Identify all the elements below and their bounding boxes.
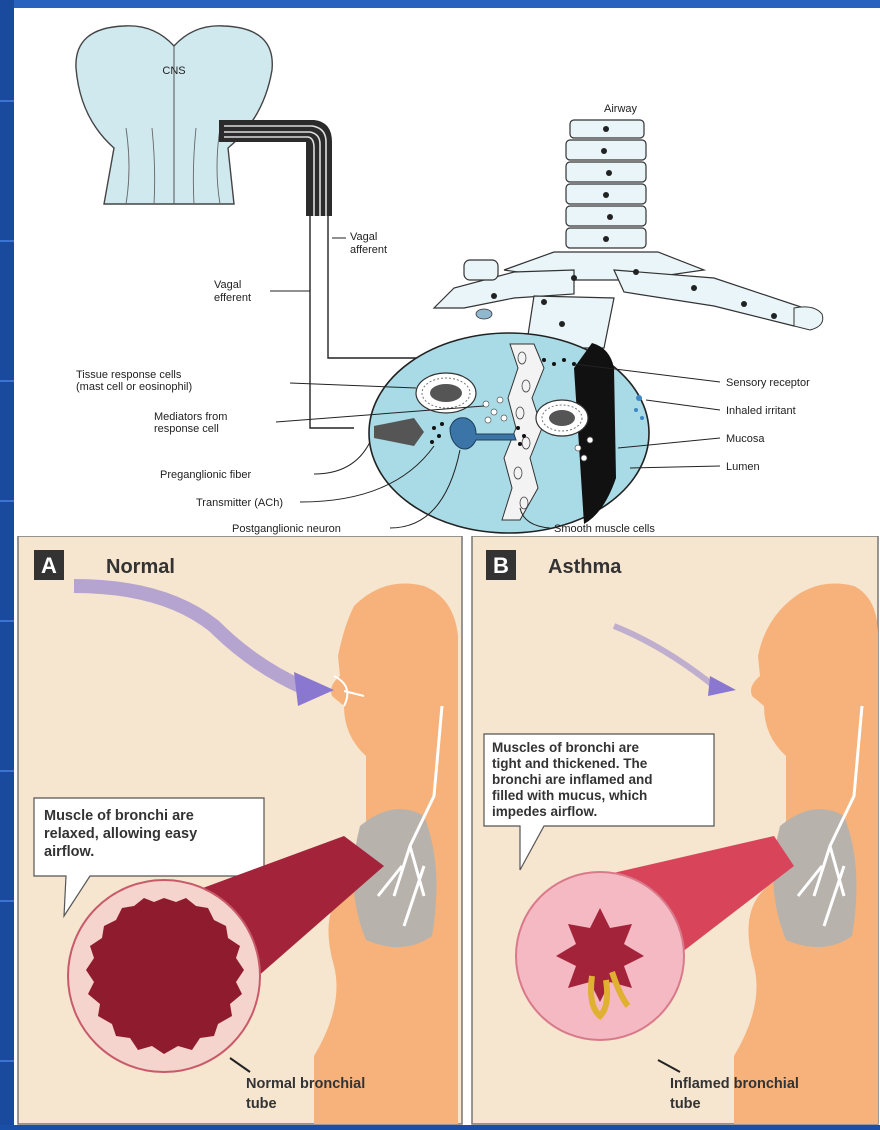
panel-normal: A Normal Muscle of bronchi are relaxed, … bbox=[18, 536, 462, 1124]
panel-b-tube-label-1: Inflamed bronchial bbox=[670, 1076, 799, 1092]
vagal-afferent-label-2: afferent bbox=[350, 244, 387, 256]
vagal-afferent-label-1: Vagal bbox=[350, 231, 377, 243]
panel-a-letter: A bbox=[41, 553, 57, 578]
mediators-label-1: Mediators from bbox=[154, 411, 227, 423]
slide-left-edge bbox=[0, 0, 14, 1125]
panel-a-tube-label-1: Normal bronchial bbox=[246, 1076, 365, 1092]
smooth-muscle-label: Smooth muscle cells bbox=[554, 523, 655, 535]
inhaled-irritant-label: Inhaled irritant bbox=[726, 405, 796, 417]
panel-b-callout-2: tight and thickened. The bbox=[492, 756, 648, 771]
efferent-line bbox=[310, 216, 354, 428]
panel-a-callout-1: Muscle of bronchi are bbox=[44, 808, 194, 824]
tissue-response-label-1: Tissue response cells bbox=[76, 369, 182, 381]
panel-a-tube-label-2: tube bbox=[246, 1096, 277, 1112]
preganglionic-label: Preganglionic fiber bbox=[160, 469, 251, 481]
lumen-label: Lumen bbox=[726, 461, 760, 473]
vagal-efferent-label-1: Vagal bbox=[214, 279, 241, 291]
cns-label: CNS bbox=[162, 65, 185, 77]
cns-brainstem: CNS bbox=[76, 26, 272, 204]
panel-a-callout-2: relaxed, allowing easy bbox=[44, 826, 197, 842]
mediators-label-2: response cell bbox=[154, 423, 219, 435]
panel-b-callout-4: filled with mucus, which bbox=[492, 788, 647, 803]
airway-reflex-svg: CNS Vagal afferent Vagal efferent Airway bbox=[14, 8, 880, 536]
asthma-comparison: A Normal Muscle of bronchi are relaxed, … bbox=[14, 536, 880, 1125]
panel-b-letter: B bbox=[493, 553, 509, 578]
vagal-efferent-label-2: efferent bbox=[214, 292, 251, 304]
panel-b-callout-5: impedes airflow. bbox=[492, 804, 597, 819]
transmitter-label: Transmitter (ACh) bbox=[196, 497, 283, 509]
panel-a-callout-3: airflow. bbox=[44, 844, 94, 860]
asthma-comparison-svg: A Normal Muscle of bronchi are relaxed, … bbox=[14, 536, 880, 1125]
panel-b-tube-label-2: tube bbox=[670, 1096, 701, 1112]
panel-asthma: B Asthma Muscles of bronchi are tight an… bbox=[472, 536, 878, 1124]
sensory-receptor-label: Sensory receptor bbox=[726, 377, 810, 389]
airway-reflex-diagram: CNS Vagal afferent Vagal efferent Airway bbox=[14, 8, 880, 536]
panel-b-title: Asthma bbox=[548, 556, 622, 578]
panel-a-title: Normal bbox=[106, 556, 175, 578]
panel-b-callout-3: bronchi are inflamed and bbox=[492, 772, 653, 787]
airway-tree: Airway bbox=[434, 103, 823, 348]
airway-label: Airway bbox=[604, 103, 638, 115]
tissue-response-label-2: (mast cell or eosinophil) bbox=[76, 381, 192, 393]
postganglionic-label: Postganglionic neuron bbox=[232, 523, 341, 535]
tissue-cell-2 bbox=[536, 400, 588, 436]
magnified-tissue bbox=[369, 333, 649, 533]
mucosa-label: Mucosa bbox=[726, 433, 765, 445]
panel-b-callout-1: Muscles of bronchi are bbox=[492, 740, 640, 755]
vagal-nerve-bundle bbox=[219, 120, 332, 216]
panel-b-lung bbox=[773, 809, 856, 947]
